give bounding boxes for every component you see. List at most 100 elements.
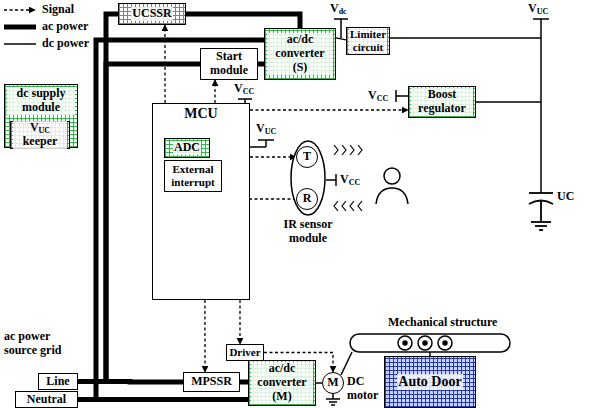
mcu-box: MCU ADC External interrupt xyxy=(152,103,250,300)
regulator-box: Boost regulator xyxy=(408,86,476,118)
door-box: Auto Door xyxy=(384,356,476,408)
person-icon xyxy=(376,168,408,204)
terminal-box: Neutral xyxy=(15,391,78,408)
ac-power-line xyxy=(186,14,300,28)
legend-text: dc power xyxy=(42,37,89,51)
node-text: Neutral xyxy=(27,393,66,407)
conveyor-belt-part xyxy=(438,336,452,350)
person-icon-part xyxy=(376,188,408,204)
signal-line xyxy=(239,300,240,344)
ir-waves-part xyxy=(350,145,354,155)
capacitor-symbol-part xyxy=(529,192,553,194)
voltage-label: VUC xyxy=(256,122,276,136)
ssr-box: MPSSR xyxy=(183,372,240,392)
node-text: MCU xyxy=(184,106,217,122)
converter-box: ac/dc converter (M) xyxy=(248,360,316,406)
voltage-label: VCC xyxy=(340,173,360,187)
driver-box: Driver xyxy=(226,344,264,361)
capacitor-label: UC xyxy=(557,190,574,204)
dc-wires xyxy=(210,19,549,193)
legend-box: dc supply moduleVUC keeper xyxy=(4,84,78,148)
legend-text: ac power xyxy=(42,20,88,34)
signal-line xyxy=(214,80,215,103)
motor-ground-part xyxy=(329,401,337,403)
conveyor-belt-part xyxy=(418,336,432,350)
conveyor-belt-part xyxy=(443,341,447,345)
signal-line xyxy=(250,156,296,157)
ir-waves-part xyxy=(334,201,338,211)
ac-power-line xyxy=(78,40,264,400)
person-icon-part xyxy=(384,168,400,184)
motor-ground xyxy=(326,394,340,405)
node-text: MPSSR xyxy=(191,375,232,389)
motor-ground-part xyxy=(331,404,335,406)
ir-waves-part xyxy=(342,201,346,211)
capacitor-symbol xyxy=(529,193,553,230)
receiver-circle: R xyxy=(296,188,318,210)
node-text: Line xyxy=(46,375,69,389)
node-text: UCSSR xyxy=(131,7,172,21)
node-text: Driver xyxy=(229,346,260,359)
voltage-label: Vdc xyxy=(330,2,347,16)
ac-power-line xyxy=(78,379,183,385)
oval-outline xyxy=(291,141,325,215)
interrupt-box: External interrupt xyxy=(164,160,222,192)
dc-wires-part xyxy=(390,37,541,39)
conveyor-belt-part xyxy=(398,336,412,350)
node-text: External interrupt xyxy=(167,163,219,188)
conveyor-belt-part xyxy=(403,341,407,345)
dc-power-line xyxy=(336,38,346,40)
node-text: Boost regulator xyxy=(411,88,473,116)
node-text: M xyxy=(327,376,338,390)
legend-inner-box: VUC keeper xyxy=(10,121,70,149)
node-text: ac/dc converter (M) xyxy=(251,362,313,403)
structure-label: Mechanical structure xyxy=(388,316,497,330)
process-box: Start module xyxy=(200,48,258,80)
ir-waves-part xyxy=(342,145,346,155)
ir-waves-part xyxy=(358,145,362,155)
motor-ground-part xyxy=(326,398,340,400)
source-label: ac power source grid xyxy=(4,330,84,358)
limiter-box: Limiter circuit xyxy=(346,27,390,55)
voltage-label: VUC xyxy=(528,2,548,16)
ac-power-line xyxy=(78,397,248,402)
legend-samples-part xyxy=(4,25,36,30)
voltage-label: VCC xyxy=(234,82,254,96)
adc-box: ADC xyxy=(164,138,210,158)
dc-wires-part xyxy=(476,101,541,103)
ssr-box: UCSSR xyxy=(118,3,186,25)
node-text: Start module xyxy=(203,50,255,78)
transmitter-circle: T xyxy=(296,146,318,168)
node-text: R xyxy=(303,192,312,206)
ir-waves-part xyxy=(350,201,354,211)
dc-wires-part xyxy=(340,19,342,38)
capacitor-symbol-part xyxy=(540,201,542,222)
outside-label: DC motor xyxy=(347,375,383,403)
capacitor-symbol-part xyxy=(535,225,547,227)
motor-circle: MDC motor xyxy=(322,372,344,394)
legend-text: Signal xyxy=(42,3,74,17)
sensor-module: IR sensor moduleTR xyxy=(290,140,326,216)
legend-samples-part xyxy=(4,43,36,45)
signal-line xyxy=(250,109,408,110)
dc-wires-part xyxy=(396,95,408,97)
ir-waves-part xyxy=(358,201,362,211)
capacitor-symbol-part xyxy=(539,229,543,231)
node-text: Auto Door xyxy=(397,374,462,390)
legend-samples xyxy=(4,10,36,44)
conveyor-belt-part xyxy=(341,352,352,375)
dc-wires-part xyxy=(326,179,336,181)
conveyor-belt-part xyxy=(423,341,427,345)
node-text: T xyxy=(303,150,311,164)
ir-waves xyxy=(334,145,362,211)
node-text: VUC keeper xyxy=(13,121,67,149)
node-text: ac/dc converter (S) xyxy=(267,33,333,74)
conveyor-belt-part xyxy=(350,334,510,352)
node-text: ADC xyxy=(173,141,201,155)
voltage-label: VCC xyxy=(368,89,388,103)
node-text: Limiter circuit xyxy=(349,28,387,53)
dc-wires-part xyxy=(540,19,542,193)
signal-line xyxy=(204,300,205,372)
